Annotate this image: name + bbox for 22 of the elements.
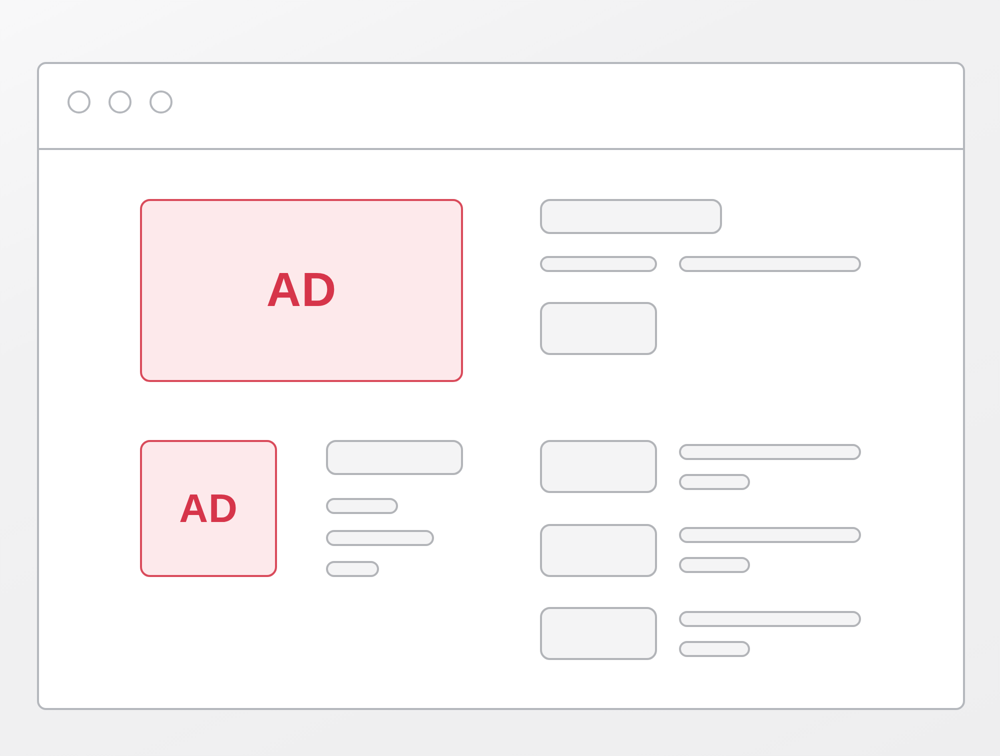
skeleton-line xyxy=(679,444,861,460)
skeleton-block xyxy=(326,440,463,475)
ad-box xyxy=(140,199,463,382)
browser-window xyxy=(37,62,965,710)
skeleton-line xyxy=(326,498,398,514)
ad-label: AD xyxy=(179,488,238,528)
skeleton-block xyxy=(540,524,657,577)
skeleton-line xyxy=(326,530,434,546)
skeleton-line xyxy=(679,611,861,627)
skeleton-line xyxy=(540,256,657,272)
skeleton-block xyxy=(540,302,657,355)
skeleton-block xyxy=(540,199,722,234)
skeleton-line xyxy=(326,561,379,577)
skeleton-line xyxy=(679,557,750,573)
skeleton-line xyxy=(679,474,750,490)
ad-label: AD xyxy=(266,266,337,314)
ad-box xyxy=(140,440,277,577)
skeleton-line xyxy=(679,641,750,657)
skeleton-block xyxy=(540,607,657,660)
skeleton-line xyxy=(679,527,861,543)
skeleton-block xyxy=(540,440,657,493)
skeleton-line xyxy=(679,256,861,272)
